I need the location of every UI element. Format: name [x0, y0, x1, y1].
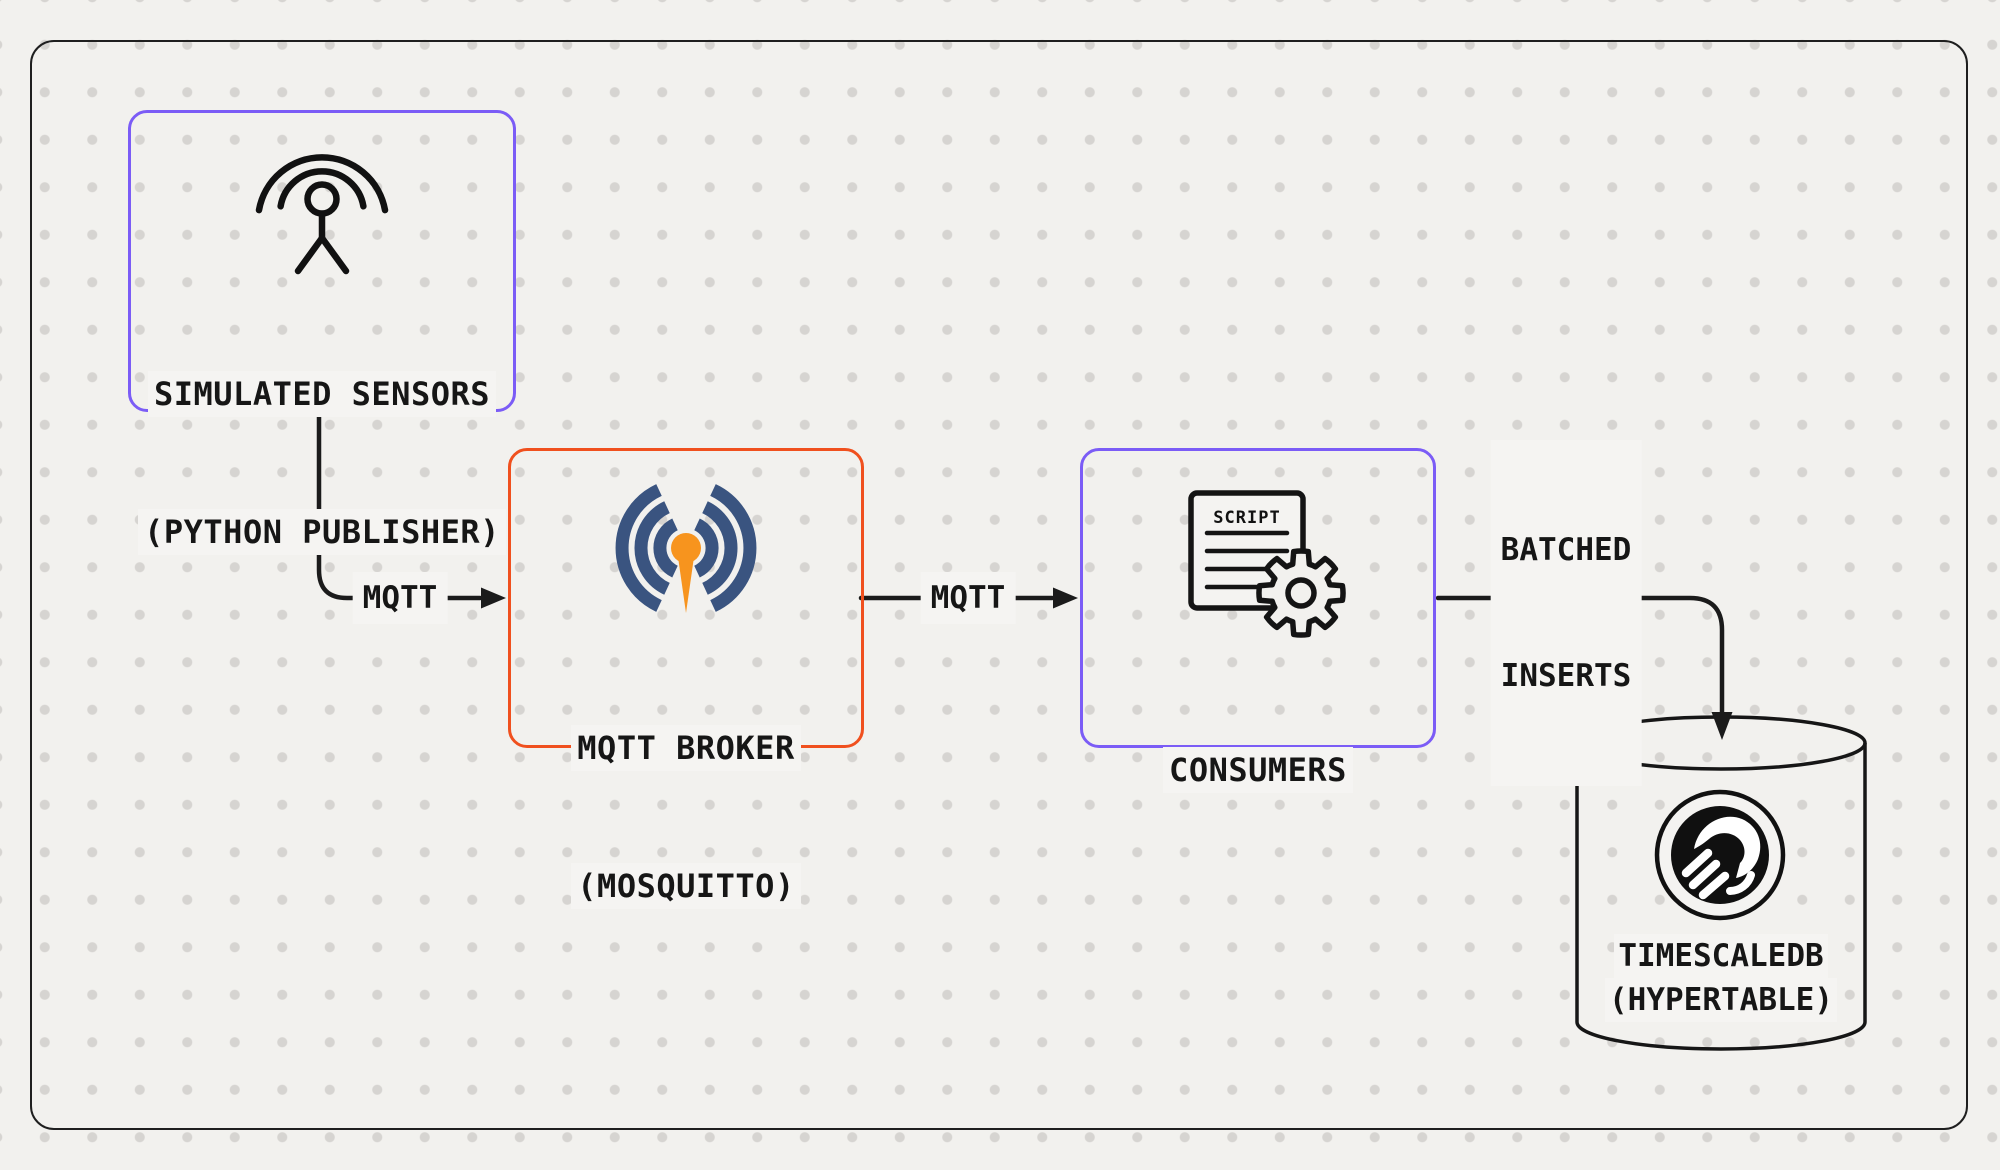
edge-label-line1: BATCHED — [1500, 532, 1632, 568]
node-mqtt-broker: MQTT BROKER (MOSQUITTO) — [508, 448, 864, 909]
node-simulated-sensors: SIMULATED SENSORS (PYTHON PUBLISHER) — [128, 110, 516, 555]
node-title-timescaledb: TIMESCALEDB (HYPERTABLE) — [1576, 934, 1866, 1022]
arrowhead-icon — [1711, 712, 1733, 740]
broadcast-person-icon — [255, 154, 389, 275]
edge-sensors-to-broker — [316, 405, 506, 609]
edge-consumers-to-database — [1435, 595, 1733, 740]
node-title: MQTT BROKER (MOSQUITTO) — [511, 633, 861, 1001]
diagram-frame — [30, 40, 1968, 1130]
script-label: SCRIPT — [1213, 508, 1280, 528]
edge-label-mqtt-2: MQTT — [920, 572, 1016, 624]
node-title-line2: (MOSQUITTO) — [571, 863, 801, 909]
node-title: CONSUMERS — [1083, 655, 1433, 885]
node-title-line1: MQTT BROKER — [571, 725, 801, 771]
edge-label-mqtt-1: MQTT — [352, 572, 448, 624]
node-title-line1: TIMESCALEDB — [1614, 934, 1828, 978]
edge-label-line2: INSERTS — [1500, 658, 1632, 694]
timescaledb-logo-icon — [1654, 789, 1786, 921]
mosquitto-logo-icon — [615, 484, 757, 613]
node-title-line1: SIMULATED SENSORS — [147, 371, 496, 417]
arrowhead-icon — [1053, 587, 1078, 609]
node-title-line1: CONSUMERS — [1163, 747, 1353, 793]
script-document-gear-icon: SCRIPT — [1188, 490, 1346, 638]
node-consumers: SCRIPT CONSUMERS — [1080, 448, 1436, 793]
edge-label-batched-inserts: BATCHED INSERTS — [1490, 440, 1642, 786]
node-title-line2: (PYTHON PUBLISHER) — [138, 509, 506, 555]
gear-icon — [1256, 548, 1346, 638]
node-title-line2: (HYPERTABLE) — [1605, 978, 1837, 1022]
arrowhead-icon — [481, 587, 506, 609]
node-title: SIMULATED SENSORS (PYTHON PUBLISHER) — [131, 279, 513, 647]
